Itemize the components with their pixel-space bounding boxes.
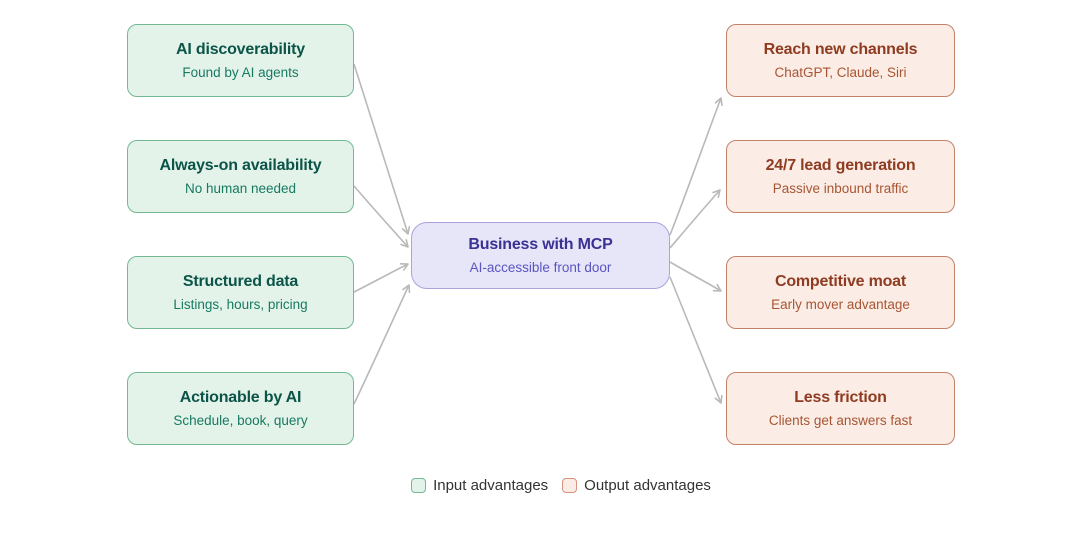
node-input-actionable-by-ai: Actionable by AI Schedule, book, query bbox=[127, 372, 354, 445]
node-subtitle: Schedule, book, query bbox=[173, 413, 308, 428]
output-color-swatch bbox=[562, 478, 578, 493]
node-title: Business with MCP bbox=[468, 235, 613, 253]
node-input-ai-discoverability: AI discoverability Found by AI agents bbox=[127, 24, 354, 97]
edge-center-to-output-1 bbox=[669, 97, 723, 236]
node-title: Reach new channels bbox=[763, 40, 918, 58]
node-title: Less friction bbox=[794, 388, 887, 406]
node-output-less-friction: Less friction Clients get answers fast bbox=[726, 372, 955, 445]
legend-item-input: Input advantages bbox=[411, 477, 548, 494]
edge-center-to-output-3 bbox=[669, 261, 722, 292]
edge-input-2-to-center bbox=[353, 185, 409, 248]
node-title: Structured data bbox=[182, 272, 299, 290]
node-title: 24/7 lead generation bbox=[765, 156, 916, 174]
legend: Input advantages Output advantages bbox=[21, 477, 1080, 494]
node-title: Competitive moat bbox=[774, 272, 907, 290]
node-title: Actionable by AI bbox=[179, 388, 302, 406]
node-subtitle: Found by AI agents bbox=[182, 65, 299, 80]
node-output-reach-new-channels: Reach new channels ChatGPT, Claude, Siri bbox=[726, 24, 955, 97]
node-output-competitive-moat: Competitive moat Early mover advantage bbox=[726, 256, 955, 329]
legend-label-input: Input advantages bbox=[433, 477, 549, 494]
node-subtitle: Listings, hours, pricing bbox=[173, 297, 308, 312]
node-center-business-with-mcp: Business with MCP AI-accessible front do… bbox=[411, 222, 670, 289]
node-subtitle: Clients get answers fast bbox=[768, 413, 913, 428]
input-color-swatch bbox=[411, 478, 427, 493]
edge-input-1-to-center bbox=[353, 63, 411, 235]
legend-label-output: Output advantages bbox=[584, 477, 711, 494]
node-title: Always-on availability bbox=[159, 156, 322, 174]
edge-input-3-to-center bbox=[353, 262, 409, 293]
node-subtitle: No human needed bbox=[184, 181, 297, 196]
node-title: AI discoverability bbox=[176, 40, 305, 58]
legend-item-output: Output advantages bbox=[562, 477, 711, 494]
node-input-always-on-availability: Always-on availability No human needed bbox=[127, 140, 354, 213]
node-subtitle: ChatGPT, Claude, Siri bbox=[774, 65, 907, 80]
node-output-lead-generation: 24/7 lead generation Passive inbound tra… bbox=[726, 140, 955, 213]
node-subtitle: Early mover advantage bbox=[771, 297, 910, 312]
node-input-structured-data: Structured data Listings, hours, pricing bbox=[127, 256, 354, 329]
edge-input-4-to-center bbox=[353, 284, 411, 405]
edge-center-to-output-4 bbox=[669, 276, 723, 404]
edge-center-to-output-2 bbox=[669, 189, 721, 249]
node-subtitle: Passive inbound traffic bbox=[772, 181, 909, 196]
node-subtitle: AI-accessible front door bbox=[469, 260, 612, 275]
